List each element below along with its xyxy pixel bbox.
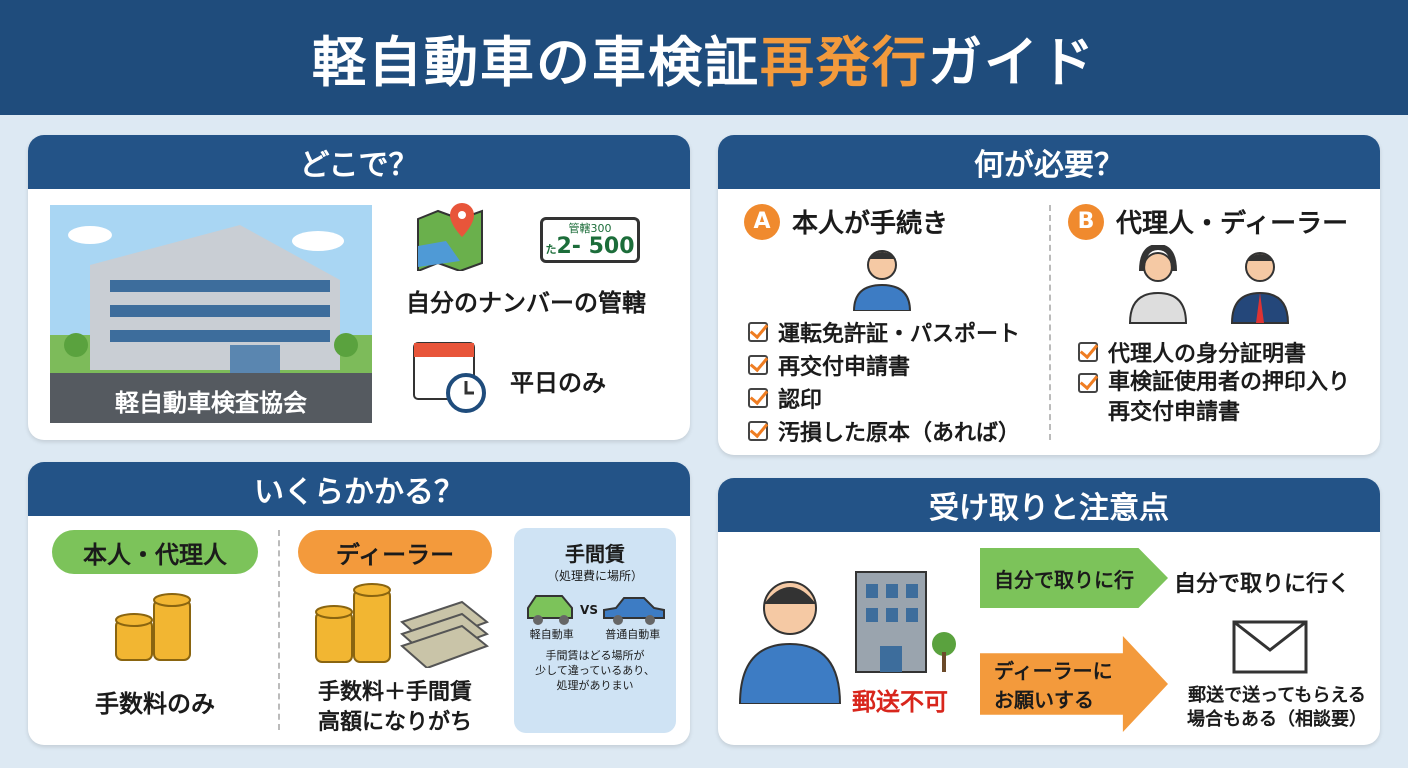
no-mail-warning: 郵送不可 xyxy=(852,688,948,716)
coins-and-bills-icon xyxy=(315,583,490,668)
checkbox-icon xyxy=(748,321,768,342)
regular-car-label: 普通自動車 xyxy=(605,628,661,641)
option-b-title: 代理人・ディーラー xyxy=(1116,209,1349,239)
checklist-item: 認印 xyxy=(748,381,1020,414)
arrow2-label: ディーラーに お願いする xyxy=(994,659,1113,712)
self-pickup-result: 自分で取りに行く xyxy=(1174,572,1351,597)
dealer-label: ディーラー xyxy=(298,530,492,574)
arrow1-label: 自分で取りに行 xyxy=(994,567,1134,592)
jurisdiction-text: 自分のナンバーの管轄 xyxy=(406,289,646,317)
map-pin-icon xyxy=(417,203,483,271)
checkbox-icon xyxy=(748,387,768,408)
plate-number: 2- 500 xyxy=(556,234,635,259)
coins-icon xyxy=(115,593,191,661)
where-panel: どこで？ 軽自動車検査協会 管轄300 た2- 500 自分のナンバーの管轄 平… xyxy=(28,135,690,440)
cost-heading: いくらかかる？ xyxy=(28,462,690,516)
needs-heading: 何が必要？ xyxy=(718,135,1380,189)
kei-car-icon xyxy=(527,595,574,625)
agent-dealer-icon xyxy=(1128,245,1290,324)
item-label: 汚損した原本（あれば） xyxy=(778,420,1021,446)
handling-fee-bubble: 手間賃 （処理費に場所） VS 軽自動車 普通自動車 手間賃はどる場所が 少して違… xyxy=(514,528,676,733)
building-label: 軽自動車検査協会 xyxy=(115,389,307,417)
checklist-item: 汚損した原本（あれば） xyxy=(748,414,1020,447)
divider xyxy=(1049,205,1051,440)
checklist-item: 車検証使用者の押印入り 再交付申請書 xyxy=(1078,368,1350,428)
option-a-header: A 本人が手続き xyxy=(744,203,948,240)
page-title: 軽自動車の車検証再発行ガイド xyxy=(0,0,1408,115)
office-building-icon xyxy=(855,571,956,673)
self-agent-label: 本人・代理人 xyxy=(52,530,258,574)
checklist-item: 再交付申請書 xyxy=(748,348,1020,381)
checkbox-icon xyxy=(1078,341,1098,362)
title-accent: 再発行 xyxy=(760,31,928,94)
office-building-icon xyxy=(50,225,372,423)
kei-car-label: 軽自動車 xyxy=(529,628,574,641)
dealer-cost-line2: 高額になりがち xyxy=(317,710,472,735)
receive-panel: 受け取りと注意点 郵送不可 自分で取りに行 自分で取りに行く ディーラーに お願… xyxy=(718,478,1380,745)
bubble-subtitle: （処理費に場所） xyxy=(546,569,643,583)
needs-panel: 何が必要？ A 本人が手続き 運転免許証・パスポート 再交付申請書 認印 汚損し… xyxy=(718,135,1380,455)
license-plate: 管轄300 た2- 500 xyxy=(540,217,640,263)
person-icon xyxy=(738,581,842,704)
badge-a: A xyxy=(744,203,780,240)
weekdays-text: 平日のみ xyxy=(510,369,606,397)
bubble-title: 手間賃 xyxy=(565,542,625,566)
mail-result: 郵送で送ってもらえる 場合もある（相談要） xyxy=(1187,685,1367,730)
self-pickup-arrow: 自分で取りに行 xyxy=(980,548,1168,608)
checklist-item: 運転免許証・パスポート xyxy=(748,315,1020,348)
regular-car-icon xyxy=(602,597,665,625)
where-heading: どこで？ xyxy=(28,135,690,189)
badge-b: B xyxy=(1068,203,1104,240)
item-label: 運転免許証・パスポート xyxy=(778,321,1021,347)
option-a-list: 運転免許証・パスポート 再交付申請書 認印 汚損した原本（あれば） xyxy=(748,315,1020,447)
dealer-cost-desc: 手数料＋手間賃高額になりがち xyxy=(298,678,492,738)
option-b-list: 代理人の身分証明書 車検証使用者の押印入り 再交付申請書 xyxy=(1078,335,1350,428)
calendar-clock-icon xyxy=(413,342,486,413)
option-a-title: 本人が手続き xyxy=(792,209,949,239)
checklist-item: 代理人の身分証明書 xyxy=(1078,335,1350,368)
self-cost-desc: 手数料のみ xyxy=(95,690,215,718)
envelope-icon xyxy=(1232,620,1308,674)
bubble-note: 手間賃はどる場所が 少して違っているあり、 処理がありまい xyxy=(535,649,655,692)
dealer-request-arrow: ディーラーに お願いする xyxy=(980,636,1168,732)
divider xyxy=(278,530,280,730)
item-label: 車検証使用者の押印入り 再交付申請書 xyxy=(1108,370,1351,425)
item-label: 代理人の身分証明書 xyxy=(1108,341,1307,367)
title-main: 軽自動車の車検証 xyxy=(312,31,760,94)
plate-kana: た xyxy=(545,243,557,256)
vs-label: VS xyxy=(580,603,598,617)
checkbox-icon xyxy=(748,420,768,441)
title-suffix: ガイド xyxy=(928,31,1096,94)
checkbox-icon xyxy=(1078,373,1098,393)
dealer-cost-line1: 手数料＋手間賃 xyxy=(317,680,472,705)
cost-panel: いくらかかる？ 本人・代理人 手数料のみ ディーラー 手数料＋手間賃高額になりが… xyxy=(28,462,690,745)
receive-heading: 受け取りと注意点 xyxy=(718,478,1380,532)
plate-region: 管轄300 xyxy=(568,222,612,235)
person-icon xyxy=(852,250,912,311)
option-b-header: B 代理人・ディーラー xyxy=(1068,203,1348,240)
building-image: 軽自動車検査協会 xyxy=(50,205,372,423)
checkbox-icon xyxy=(748,354,768,375)
item-label: 再交付申請書 xyxy=(778,354,911,380)
item-label: 認印 xyxy=(778,387,823,413)
